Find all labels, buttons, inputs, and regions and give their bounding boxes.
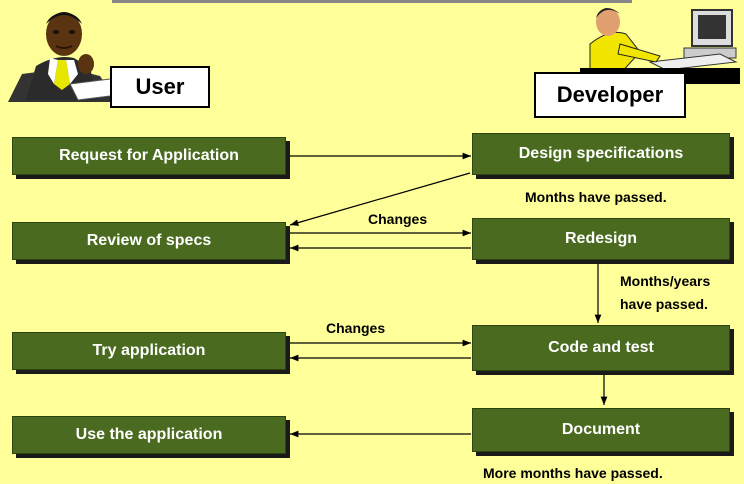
dev-step-redesign: Redesign xyxy=(472,218,730,260)
note-months: Months have passed. xyxy=(525,189,667,205)
top-divider xyxy=(112,0,632,3)
note-changes-lower: Changes xyxy=(326,320,386,336)
user-step-use: Use the application xyxy=(12,416,286,454)
user-step-request: Request for Application xyxy=(12,137,286,175)
note-months-years-line1: Months/years xyxy=(620,273,711,289)
user-step-try: Try application xyxy=(12,332,286,370)
developer-label: Developer xyxy=(534,72,686,118)
dev-step-design: Design specifications xyxy=(472,133,730,175)
note-changes-upper: Changes xyxy=(368,211,428,227)
user-figure-icon xyxy=(8,12,127,102)
arrow-design-to-review xyxy=(289,172,471,226)
note-more-months: More months have passed. xyxy=(483,465,663,481)
note-months-years-line2: have passed. xyxy=(620,296,708,312)
dev-step-code: Code and test xyxy=(472,325,730,371)
user-label: User xyxy=(110,66,210,108)
user-step-review: Review of specs xyxy=(12,222,286,260)
dev-step-document: Document xyxy=(472,408,730,452)
